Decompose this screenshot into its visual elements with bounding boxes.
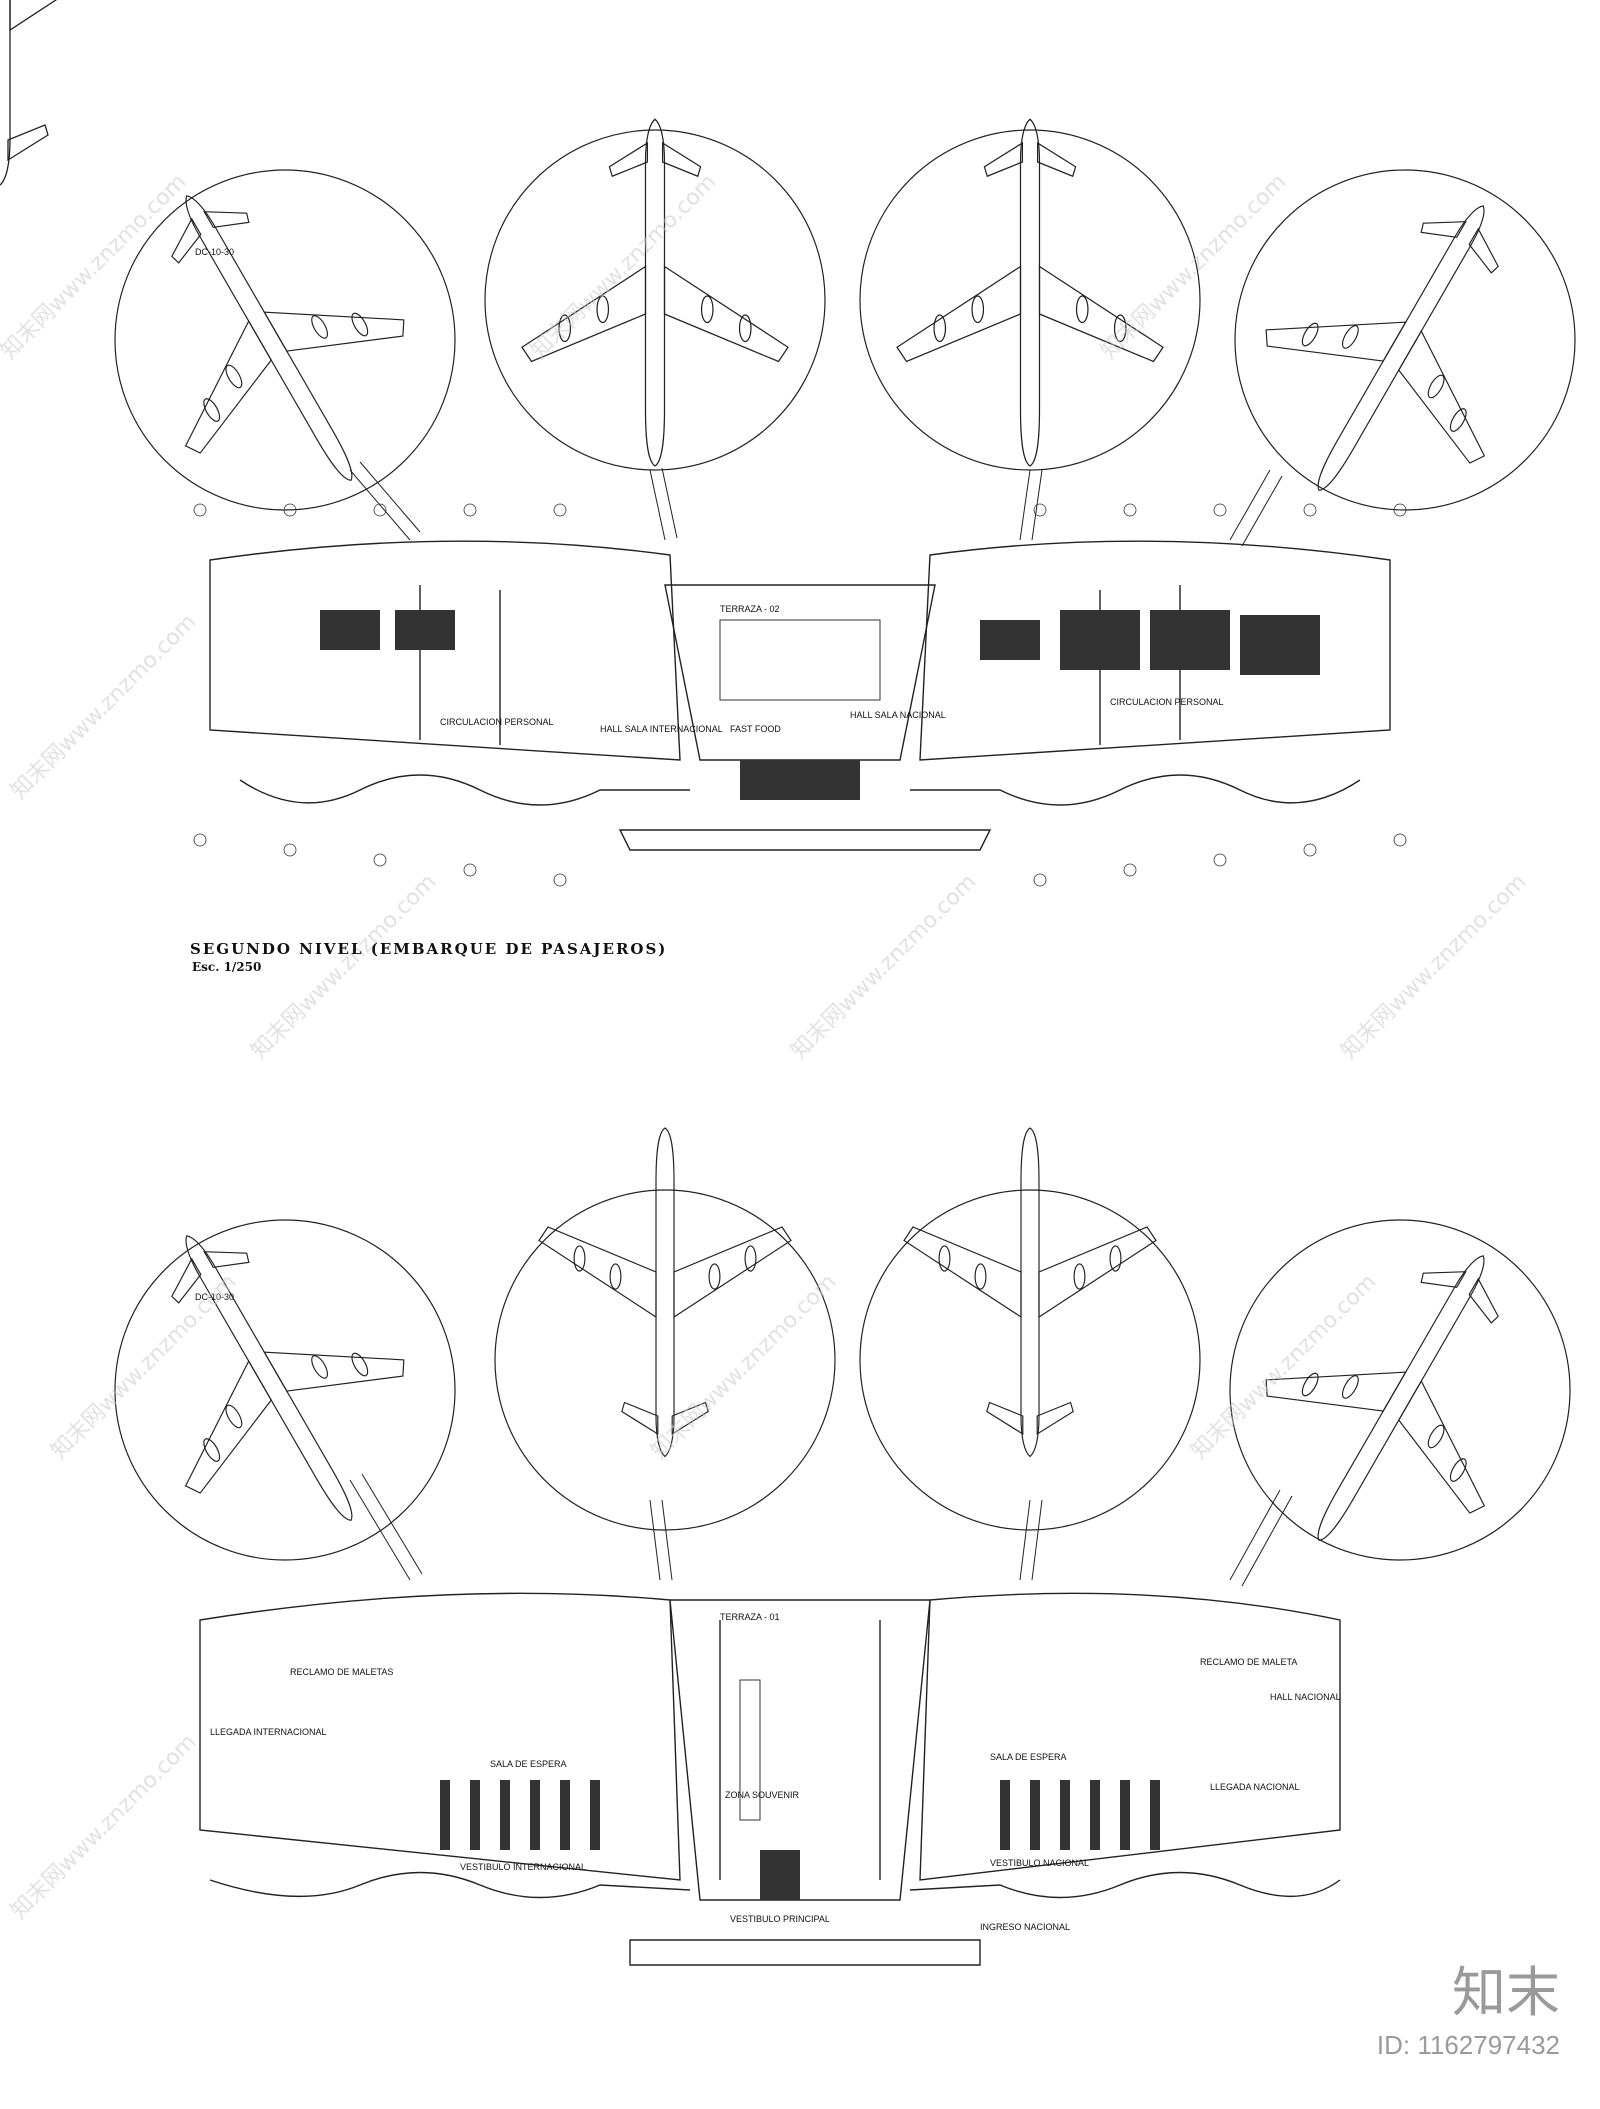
label-sala-espera-left: SALA DE ESPERA [490,1759,567,1769]
label-zona-souvenir: ZONA SOUVENIR [725,1790,800,1800]
watermark-text: 知末网www.znzmo.com [647,1269,842,1464]
label-fast-food: FAST FOOD [730,724,781,734]
watermark-text: 知末网www.znzmo.com [47,1269,242,1464]
terminal-outline [209,540,1391,851]
aircraft-stand-circles [114,1189,1571,1561]
top-floor-plan: TERRAZA - 02 CIRCULACION PERSONAL CIRCUL… [0,0,1593,1060]
watermark-text: 知末网www.znzmo.com [7,609,202,804]
watermark-text: 知末网www.znzmo.com [1097,169,1292,364]
label-sala-espera-right: SALA DE ESPERA [990,1752,1067,1762]
label-aircraft-tag-bottom: DC-10-30 [195,1292,234,1302]
terminal-outline [199,1592,1341,1966]
label-vestibulo-nacional: VESTIBULO NACIONAL [990,1858,1089,1868]
top-plan-drawing: TERRAZA - 02 CIRCULACION PERSONAL CIRCUL… [0,0,1593,1060]
boarding-bridges [349,1473,1293,1587]
label-circulacion-left: CIRCULACION PERSONAL [440,717,554,727]
label-reclamo-right: RECLAMO DE MALETA [1200,1657,1297,1667]
bottom-floor-plan: TERRAZA - 01 RECLAMO DE MALETAS RECLAMO … [0,1060,1600,2109]
bottom-plan-drawing: TERRAZA - 01 RECLAMO DE MALETAS RECLAMO … [7,1127,1593,1966]
brand-logo: 知末 [1452,1961,1560,2024]
watermark-text: 知末网www.znzmo.com [1337,869,1532,1060]
label-hall-internacional: HALL SALA INTERNACIONAL [600,724,723,734]
watermark-text: 知末网www.znzmo.com [527,169,722,364]
watermark-text: 知末网www.znzmo.com [1187,1269,1382,1464]
boarding-bridges [349,461,1283,547]
label-hall-nacional: HALL NACIONAL [1270,1692,1341,1702]
label-ingreso-nacional: INGRESO NACIONAL [980,1922,1070,1932]
label-vestibulo-principal: VESTIBULO PRINCIPAL [730,1914,830,1924]
drawing-title-block: SEGUNDO NIVEL (EMBARQUE DE PASAJEROS) Es… [190,940,667,974]
watermark-layer-top: 知末网www.znzmo.com 知末网www.znzmo.com 知末网www… [0,169,1531,1060]
watermark-text: 知末网www.znzmo.com [787,869,982,1060]
drawing-title: SEGUNDO NIVEL (EMBARQUE DE PASAJEROS) [190,940,668,958]
label-reclamo-left: RECLAMO DE MALETAS [290,1667,393,1677]
seating-blocks [320,610,1320,800]
label-terraza-01: TERRAZA - 01 [720,1612,780,1622]
watermark-text: 知末网www.znzmo.com [7,1729,202,1924]
label-llegada-nacional: LLEGADA NACIONAL [1210,1782,1300,1792]
aircraft-stand-circles [114,129,1576,511]
label-llegada-internacional: LLEGADA INTERNACIONAL [210,1727,327,1737]
label-hall-nacional: HALL SALA NACIONAL [850,710,946,720]
brand-id: ID: 1162797432 [1376,2030,1560,2060]
label-vestibulo-internacional: VESTIBULO INTERNACIONAL [460,1862,586,1872]
drawing-scale: Esc. 1/250 [192,960,262,974]
watermark-text: 知末网www.znzmo.com [0,169,191,364]
seating-rows [440,1679,1160,1900]
label-aircraft-tag-top: DC-10-30 [195,247,234,257]
aircraft-symbol [0,0,58,186]
column-grid-markers [193,503,1407,887]
label-terraza-02: TERRAZA - 02 [720,604,780,614]
label-circulacion-right: CIRCULACION PERSONAL [1110,697,1224,707]
brand-mark: 知末 ID: 1162797432 [1377,1966,1560,2061]
